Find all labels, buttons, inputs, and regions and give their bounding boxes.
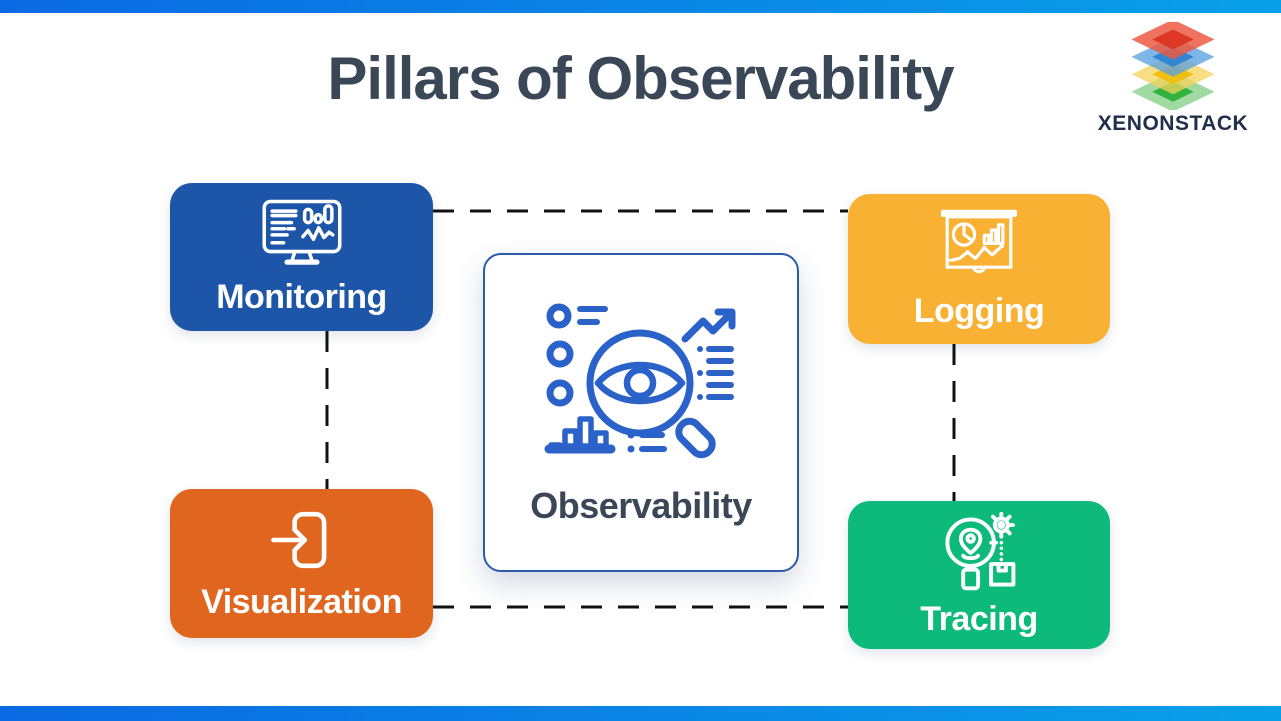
enter-arrow-icon (267, 505, 337, 575)
pillar-card-logging: Logging (848, 194, 1110, 344)
pillar-label-monitoring: Monitoring (216, 277, 387, 316)
observability-label: Observability (530, 484, 752, 526)
pillar-label-visualization: Visualization (201, 583, 402, 621)
brand-logo: XENONSTACK (1090, 22, 1256, 136)
observability-magnifier-eye-icon (539, 299, 744, 471)
brand-name: XENONSTACK (1097, 112, 1249, 135)
trace-search-package-icon (938, 511, 1020, 592)
presentation-charts-icon (938, 208, 1020, 284)
bottom-accent-bar (0, 706, 1281, 721)
top-accent-bar (0, 0, 1281, 13)
pillar-card-visualization: Visualization (170, 489, 433, 638)
xenonstack-logo-icon (1131, 22, 1215, 110)
pillar-card-tracing: Tracing (848, 501, 1110, 649)
monitor-dashboard-icon (258, 198, 346, 270)
pillar-label-logging: Logging (913, 291, 1045, 330)
pillar-label-tracing: Tracing (920, 599, 1038, 638)
page-title: Pillars of Observability (327, 45, 954, 112)
pillar-card-monitoring: Monitoring (170, 183, 433, 331)
observability-card: Observability (483, 253, 799, 572)
